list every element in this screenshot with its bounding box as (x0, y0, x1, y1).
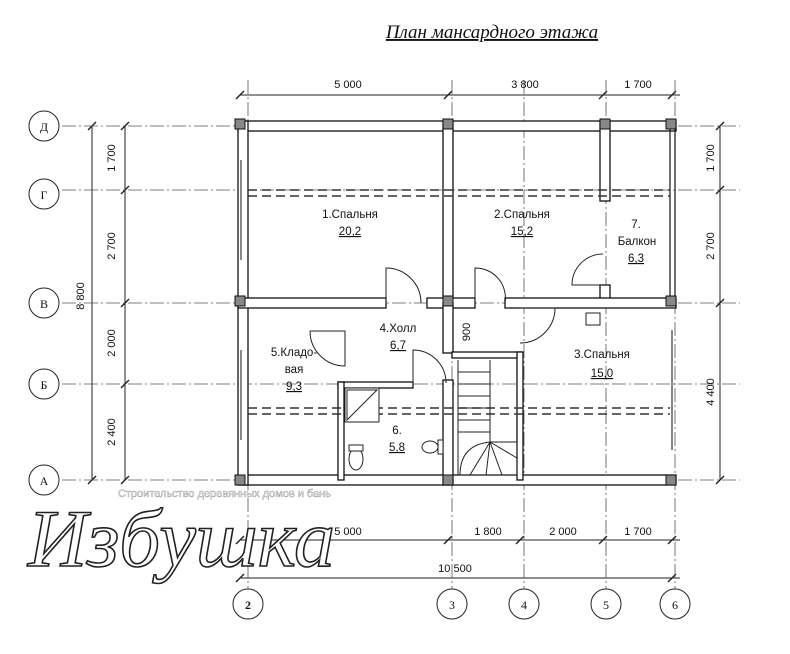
axis-col-marker (590, 588, 622, 620)
room-5-area: 9,3 (286, 381, 302, 393)
room-7-area: 6,3 (628, 253, 644, 265)
axis-row-marker (28, 368, 60, 400)
axis-row-label: А (40, 474, 49, 488)
wall-joints (234, 118, 677, 486)
room-7-name2: Балкон (618, 236, 657, 248)
dims-left: 1 700 2 700 2 000 2 400 8 800 (75, 144, 118, 446)
dim-bottom-3: 2 000 (549, 526, 577, 538)
axis-row-label: В (40, 297, 48, 311)
axis-col-label: 4 (521, 598, 527, 612)
room-6-name: 6. (392, 425, 402, 437)
axis-col-label: 6 (672, 598, 678, 612)
axis-col-marker (436, 588, 468, 620)
watermark-brand: Избушка (27, 493, 335, 584)
dim-top-2: 3 800 (511, 79, 539, 91)
windows (240, 160, 673, 450)
doors (309, 253, 604, 384)
room-5-name2: вая (285, 364, 304, 376)
dim-right-3: 4 400 (705, 378, 717, 406)
axis-col-marker (659, 588, 691, 620)
dim-right-1: 1 700 (705, 144, 717, 172)
watermark: Строительство деревянных домов и бань Из… (26, 488, 336, 585)
dims-right: 1 700 2 700 4 400 (705, 144, 717, 406)
walls (237, 120, 677, 486)
plan-title: План мансардного этажа (385, 22, 598, 43)
dim-bottom-4: 1 700 (624, 526, 652, 538)
axis-col-label: 3 (449, 598, 455, 612)
room-1-area: 20,2 (339, 226, 361, 238)
dim-left-total: 8 800 (75, 282, 87, 310)
dim-left-2: 2 700 (106, 232, 118, 260)
room-2-area: 15,2 (511, 226, 533, 238)
axis-row-marker (28, 178, 60, 210)
dim-bottom-total: 10 500 (438, 563, 472, 575)
dim-bottom-2: 1 800 (474, 526, 502, 538)
axis-row-marker (28, 464, 60, 496)
axis-col-label: 2 (245, 598, 251, 612)
dim-stair: 900 (461, 323, 473, 341)
dims-bottom: 5 000 1 800 2 000 1 700 10 500 (334, 526, 652, 575)
room-2-name: 2.Спальня (494, 209, 550, 221)
dim-bottom-1: 5 000 (334, 526, 362, 538)
axis-row-label: Г (41, 188, 48, 202)
axis-col-marker (508, 588, 540, 620)
axis-col-label: 5 (603, 598, 609, 612)
dim-left-3: 2 000 (106, 329, 118, 357)
dim-left-1: 1 700 (106, 144, 118, 172)
dim-right-2: 2 700 (705, 232, 717, 260)
row-axis-labels: Д Г В Б А (40, 120, 49, 488)
room-4-name: 4.Холл (380, 323, 417, 335)
dim-left-4: 2 400 (106, 418, 118, 446)
room-6-area: 5,8 (389, 442, 405, 454)
room-1-name: 1.Спальня (322, 209, 378, 221)
dims-top: 5 000 3 800 1 700 (334, 79, 652, 91)
axis-row-marker (28, 287, 60, 319)
column-axis-markers (232, 588, 691, 620)
staircase (457, 360, 518, 476)
room-labels: 1.Спальня 20,2 2.Спальня 15,2 7. Балкон … (271, 209, 656, 454)
dim-top-3: 1 700 (624, 79, 652, 91)
axis-row-label: Д (40, 120, 48, 134)
balcony-railing (669, 126, 676, 303)
dim-top-1: 5 000 (334, 79, 362, 91)
room-4-area: 6,7 (390, 340, 406, 352)
room-3-name: 3.Спальня (574, 349, 630, 361)
room-5-name: 5.Кладо- (271, 347, 318, 359)
axis-row-label: Б (41, 378, 48, 392)
axis-col-marker (232, 588, 264, 620)
axis-row-marker (28, 110, 60, 142)
column-axis-labels: 2 3 4 5 6 (245, 598, 678, 612)
room-3-area: 15,0 (591, 368, 613, 380)
watermark-tagline: Строительство деревянных домов и бань (118, 488, 331, 500)
row-axis-markers (28, 110, 60, 496)
room-7-name: 7. (631, 219, 641, 231)
bathroom-fixtures (344, 312, 601, 471)
